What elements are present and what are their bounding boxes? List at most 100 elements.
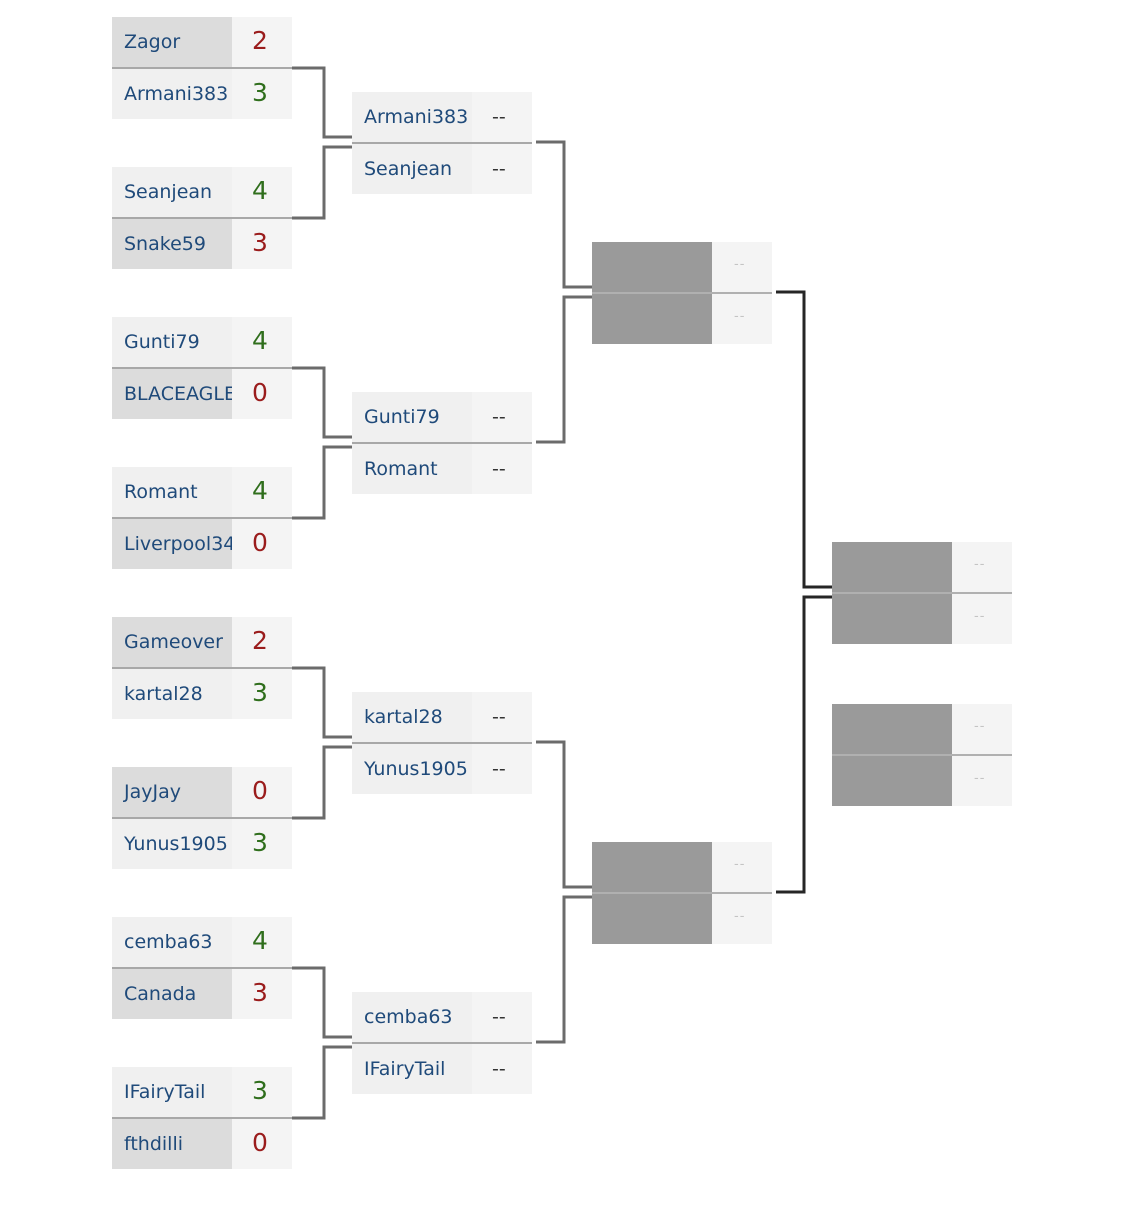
player-name[interactable]: Armani383 [352, 92, 472, 142]
player-name[interactable]: Yunus1905 [352, 744, 472, 794]
player-name[interactable]: cemba63 [112, 917, 232, 967]
player-score-value: 4 [252, 476, 268, 505]
player-slot[interactable]: cemba63-- [352, 992, 532, 1042]
player-slot[interactable]: Armani383 3 [112, 69, 292, 119]
player-name[interactable]: Romant [112, 467, 232, 517]
player-slot[interactable]: Gameover 2 [112, 617, 292, 667]
match-r2-m3[interactable]: kartal28 -- Yunus1905-- [352, 692, 532, 794]
player-name[interactable]: Zagor [112, 17, 232, 67]
player-slot[interactable]: -- [592, 294, 772, 344]
match-r2-m1[interactable]: Armani383--Seanjean -- [352, 92, 532, 194]
player-name[interactable]: IFairyTail [352, 1044, 472, 1094]
player-name[interactable]: fthdilli [112, 1119, 232, 1169]
player-name[interactable] [592, 242, 712, 292]
player-score: -- [472, 444, 532, 494]
match-divider [112, 217, 292, 219]
player-name[interactable]: JayJay [112, 767, 232, 817]
player-score: 4 [232, 917, 292, 967]
player-slot[interactable]: -- [592, 894, 772, 944]
player-score-value: -- [492, 158, 506, 180]
player-name[interactable]: Canada [112, 969, 232, 1019]
player-slot[interactable]: -- [592, 842, 772, 892]
player-score-value: 0 [252, 378, 268, 407]
player-slot[interactable]: Romant 4 [112, 467, 292, 517]
player-name[interactable]: Seanjean [112, 167, 232, 217]
player-name[interactable]: Yunus1905 [112, 819, 232, 869]
player-slot[interactable]: -- [832, 542, 1012, 592]
player-name[interactable] [832, 756, 952, 806]
player-score: -- [952, 756, 1012, 806]
player-score-value: 3 [252, 828, 268, 857]
player-slot[interactable]: Yunus1905 3 [112, 819, 292, 869]
player-slot[interactable]: IFairyTail-- [352, 1044, 532, 1094]
match-divider [112, 517, 292, 519]
player-slot[interactable]: BLACEAGLE 0 [112, 369, 292, 419]
player-slot[interactable]: Armani383-- [352, 92, 532, 142]
player-slot[interactable]: Romant-- [352, 444, 532, 494]
player-name[interactable] [832, 704, 952, 754]
player-slot[interactable]: Gunti79-- [352, 392, 532, 442]
player-name[interactable]: BLACEAGLE [112, 369, 232, 419]
player-name[interactable] [832, 594, 952, 644]
match-divider [112, 1117, 292, 1119]
player-score-value: 2 [252, 626, 268, 655]
player-name[interactable] [592, 294, 712, 344]
player-name[interactable]: Gunti79 [112, 317, 232, 367]
player-slot[interactable]: -- [592, 242, 772, 292]
player-name[interactable]: Gameover [112, 617, 232, 667]
match-r3-m2[interactable]: -- -- [592, 842, 772, 944]
player-name[interactable]: IFairyTail [112, 1067, 232, 1117]
player-score: -- [472, 992, 532, 1042]
player-name[interactable]: Gunti79 [352, 392, 472, 442]
match-r2-m4[interactable]: cemba63--IFairyTail-- [352, 992, 532, 1094]
player-name[interactable] [592, 894, 712, 944]
player-slot[interactable]: Gunti79 4 [112, 317, 292, 367]
player-name[interactable]: kartal28 [112, 669, 232, 719]
match-r4-m1[interactable]: -- -- [832, 542, 1012, 644]
player-name[interactable]: Seanjean [352, 144, 472, 194]
player-slot[interactable]: kartal28 -- [352, 692, 532, 742]
match-r3-m1[interactable]: ---- [592, 242, 772, 344]
player-slot[interactable]: Yunus1905-- [352, 744, 532, 794]
player-name[interactable]: Liverpool34 [112, 519, 232, 569]
player-name[interactable] [832, 542, 952, 592]
player-slot[interactable]: -- [832, 704, 1012, 754]
player-slot[interactable]: Seanjean -- [352, 144, 532, 194]
player-name[interactable] [592, 842, 712, 892]
player-slot[interactable]: -- [832, 756, 1012, 806]
player-score-value: 3 [252, 78, 268, 107]
player-score-value: -- [974, 609, 986, 624]
player-name[interactable]: Armani383 [112, 69, 232, 119]
match-r2-m2[interactable]: Gunti79--Romant-- [352, 392, 532, 494]
player-slot[interactable]: -- [832, 594, 1012, 644]
player-score-value: 4 [252, 326, 268, 355]
player-name[interactable]: cemba63 [352, 992, 472, 1042]
player-score: -- [712, 894, 772, 944]
player-score: -- [712, 294, 772, 344]
player-score-value: -- [734, 909, 746, 924]
match-r4-m2[interactable]: ---- [832, 704, 1012, 806]
player-name[interactable]: Romant [352, 444, 472, 494]
player-name[interactable]: Snake59 [112, 219, 232, 269]
player-name[interactable]: kartal28 [352, 692, 472, 742]
player-score: -- [952, 594, 1012, 644]
player-score-value: -- [492, 706, 506, 728]
